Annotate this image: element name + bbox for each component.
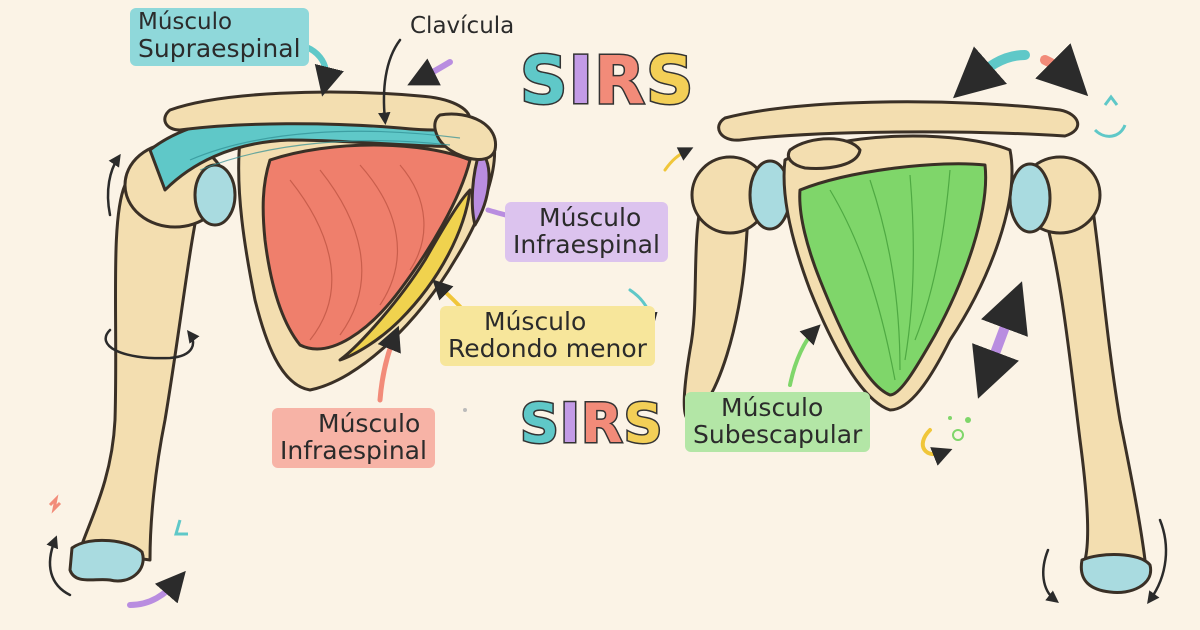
right-shoulder-anterior [682, 100, 1153, 595]
label-redondo-menor: Músculo Redondo menor [440, 306, 655, 366]
title-middle-letter: S [519, 391, 561, 457]
label-supraespinal-line2: Supraespinal [138, 33, 301, 63]
label-clavicula: Clavícula [410, 14, 514, 39]
title-middle-letter: I [558, 391, 581, 457]
title-middle-letter: R [580, 391, 625, 457]
left-clavicle [163, 90, 472, 132]
label-infraespinal-bottom: Músculo Infraespinal [272, 408, 435, 468]
left-glenoid-cartilage [193, 163, 237, 227]
arrow-bottom-right-curve [1147, 518, 1168, 605]
arrow-left-rotate [104, 328, 200, 360]
right-panel-humerus-right [1038, 188, 1147, 562]
title-top-letter: I [567, 41, 595, 121]
arrow-double-purple [972, 281, 1028, 399]
left-acromion [433, 112, 497, 161]
title-middle-letter: S [622, 391, 664, 457]
arrow-bottom-left-purple [127, 570, 186, 608]
right-panel-glenoid-right [1008, 162, 1052, 234]
title-top-letter: S [644, 41, 695, 121]
label-subescapular-line1: Músculo [721, 393, 824, 422]
label-infraespinal-right-line1: Músculo [539, 203, 642, 232]
label-supraespinal-line1: Músculo [138, 9, 233, 35]
title-sirs-top: SIRS [519, 41, 695, 121]
arrow-clavicula [378, 38, 402, 125]
title-top-letter: S [519, 41, 570, 121]
title-top-letter: R [593, 41, 647, 121]
label-supraespinal: Músculo Supraespinal [130, 8, 309, 66]
label-subescapular-line2: Subescapular [693, 420, 863, 449]
arrow-green-curl [920, 428, 953, 466]
left-humerus [78, 183, 202, 562]
title-sirs-middle: SIRS [519, 391, 664, 457]
label-infraespinal-bottom-line1: Músculo [318, 409, 421, 438]
arrow-top-right-red [1035, 43, 1089, 97]
arrow-bottom-right-curve-2 [1042, 548, 1059, 604]
arrow-bottom-left-curve [46, 535, 72, 597]
arrow-top-right-teal [953, 46, 1030, 99]
sparkle-decorations [48, 94, 1127, 536]
arrow-subescapular [788, 324, 821, 387]
label-infraespinal-bottom-line2: Infraespinal [280, 436, 427, 465]
right-panel-distal-cartilage [1079, 553, 1153, 595]
right-coracoid [786, 137, 862, 170]
arrow-purple-clavicula [407, 58, 453, 86]
left-teres-minor-muscle [338, 188, 472, 362]
arrow-infraespinal-bottom [377, 325, 401, 403]
right-subscapularis-muscle [798, 162, 988, 397]
left-shoulder-posterior [68, 90, 497, 583]
right-clavicle [717, 100, 1079, 142]
label-subescapular: Músculo Subescapular [685, 392, 871, 452]
label-infraespinal-right-line2: Infraespinal [513, 230, 660, 259]
arrow-left-up [106, 153, 121, 217]
label-redondo-menor-line1: Músculo [484, 307, 587, 336]
left-infraspinatus-purple [470, 148, 491, 227]
label-clavicula-text: Clavícula [410, 13, 515, 39]
left-distal-cartilage [68, 538, 145, 583]
label-redondo-menor-line2: Redondo menor [448, 334, 647, 363]
arrow-yellow-small [663, 147, 694, 172]
label-infraespinal-right: Músculo Infraespinal [505, 202, 668, 262]
